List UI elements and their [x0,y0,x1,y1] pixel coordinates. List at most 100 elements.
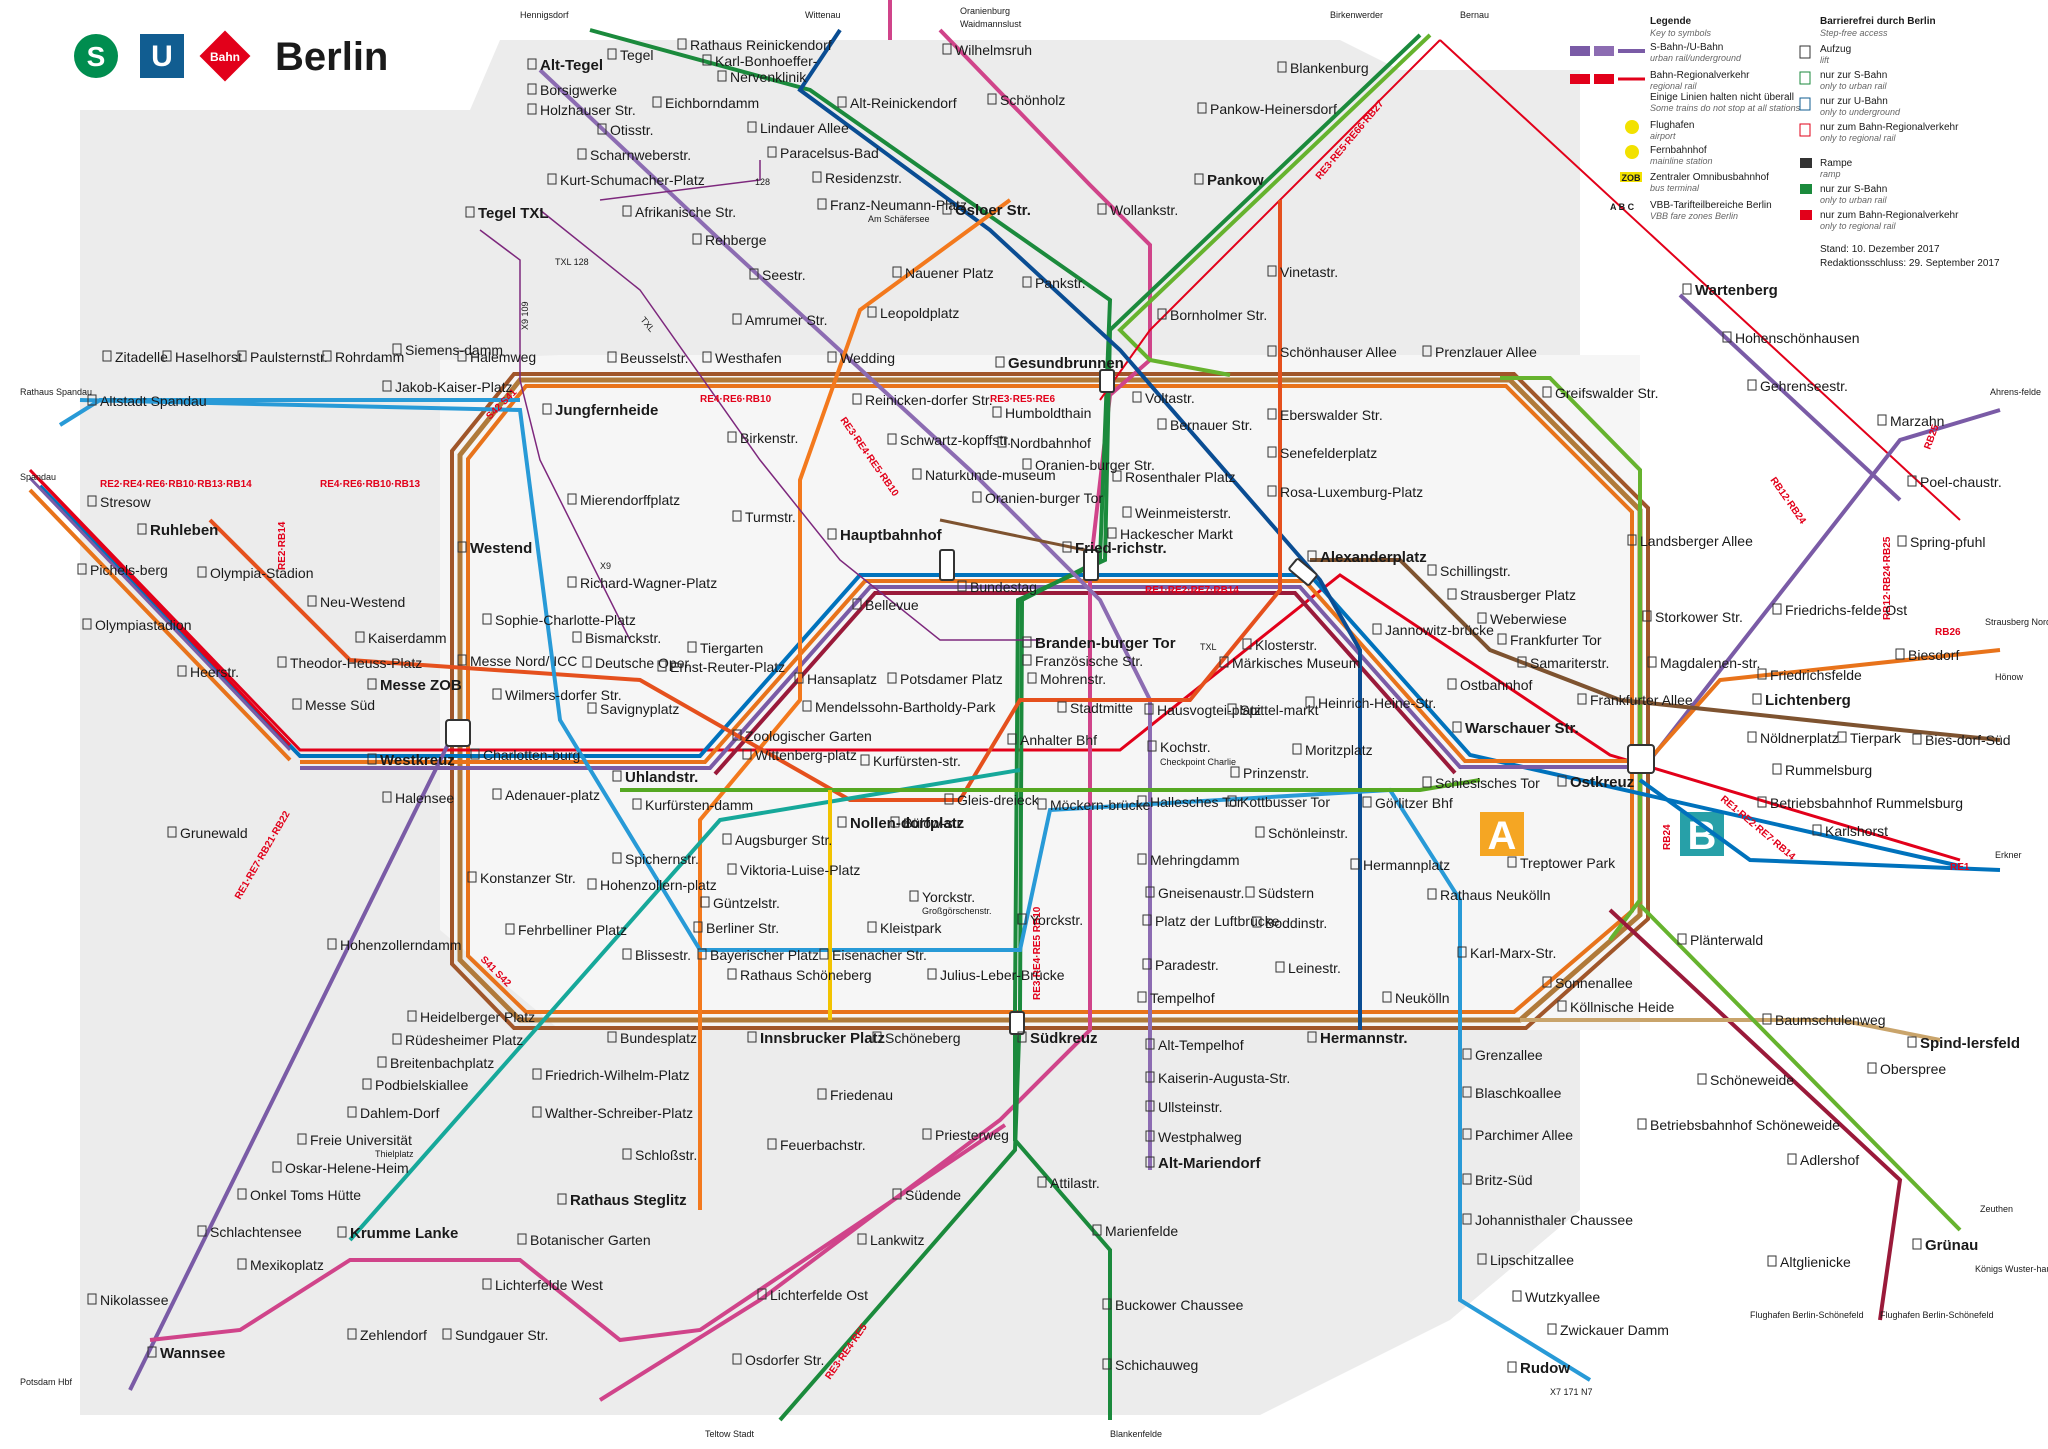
station-paracelsus[interactable]: Paracelsus-Bad [780,145,879,161]
station-messe-nord[interactable]: Messe Nord/ ICC [470,653,577,669]
station-plaenterwald[interactable]: Plänterwald [1690,932,1763,948]
station-hallesches[interactable]: Hallesches Tor [1150,794,1242,810]
station-schillingstr[interactable]: Schillingstr. [1440,563,1511,579]
station-strausberg-nord[interactable]: Strausberg Nord [1985,617,2048,627]
station-viktoria-luise[interactable]: Viktoria-Luise-Platz [740,862,860,878]
station-savignyplatz[interactable]: Savignyplatz [600,701,679,717]
station-suedende[interactable]: Südende [905,1187,961,1203]
station-sonnenallee[interactable]: Sonnenallee [1555,975,1633,991]
station-potsdamer[interactable]: Potsdamer Platz [900,671,1003,687]
station-rudow[interactable]: Rudow [1520,1360,1570,1377]
interchange-ostkreuz[interactable] [1627,744,1655,774]
station-spindlersfeld[interactable]: Spind-lersfeld [1920,1035,2020,1052]
station-osdorfer[interactable]: Osdorfer Str. [745,1352,824,1368]
station-bw-rummelsburg[interactable]: Betriebsbahnhof Rummelsburg [1770,795,1963,811]
station-rohrdamm[interactable]: Rohrdamm [335,349,404,365]
station-gesundbrunnen[interactable]: Gesundbrunnen [1008,355,1124,372]
station-schwartzkopff[interactable]: Schwartz-kopffstr. [900,432,1011,448]
station-augsburger[interactable]: Augsburger Str. [735,832,832,848]
station-yorckstr[interactable]: Yorckstr. [1030,912,1083,928]
station-waidmannslust[interactable]: Waidmannslust [960,19,1022,29]
station-ernst-reuter[interactable]: Ernst-Reuter-Platz [670,659,785,675]
u7-west-extension[interactable] [58,398,520,427]
station-oranienburger-tor[interactable]: Oranien-burger Tor [985,490,1103,506]
station-lipschitz[interactable]: Lipschitzallee [1490,1252,1574,1268]
station-blankenburg[interactable]: Blankenburg [1290,60,1369,76]
u3-line[interactable] [348,768,1021,1242]
station-wartenberg[interactable]: Wartenberg [1695,282,1778,299]
station-eberswalder[interactable]: Eberswalder Str. [1280,407,1383,423]
station-kochstr[interactable]: Kochstr. [1160,739,1211,755]
station-am-schaefersee[interactable]: Am Schäfersee [868,214,930,224]
station-rathaus-steglitz[interactable]: Rathaus Steglitz [570,1192,687,1209]
station-prinzenstr[interactable]: Prinzenstr. [1243,765,1309,781]
station-magdalenen[interactable]: Magdalenen-str. [1660,655,1760,671]
interchange-alexanderplatz[interactable] [1288,558,1318,586]
station-prenzlauer[interactable]: Prenzlauer Allee [1435,344,1537,360]
station-wilmersdorfer[interactable]: Wilmers-dorfer Str. [505,687,622,703]
station-spichernstr[interactable]: Spichernstr. [625,851,699,867]
station-innsbrucker[interactable]: Innsbrucker Platz [760,1030,885,1047]
station-schoenhauser[interactable]: Schönhauser Allee [1280,344,1397,360]
station-zwickauer[interactable]: Zwickauer Damm [1560,1322,1669,1338]
s1-wannsee[interactable] [149,1123,1007,1343]
station-tierpark[interactable]: Tierpark [1850,730,1902,746]
station-konstanzer[interactable]: Konstanzer Str. [480,870,576,886]
interchange-suedkreuz[interactable] [1009,1011,1025,1035]
station-schlossstr[interactable]: Schloßstr. [635,1147,697,1163]
station-maerkisches[interactable]: Märkisches Museum [1232,655,1360,671]
station-kaiserin-augusta[interactable]: Kaiserin-Augusta-Str. [1158,1070,1290,1086]
s9-southeast[interactable] [1608,908,1903,1321]
station-mierendorff[interactable]: Mierendorffplatz [580,492,680,508]
u7-line[interactable] [79,398,1592,1382]
interchange-westkreuz[interactable] [445,719,471,747]
station-fehrbelliner[interactable]: Fehrbelliner Platz [518,922,627,938]
station-karl-bonhoeffer[interactable]: Karl-Bonhoeffer- [715,53,818,69]
station-tegel[interactable]: Tegel [620,47,653,63]
station-westkreuz[interactable]: Westkreuz [380,752,455,769]
station-bw-schoeneweide[interactable]: Betriebsbahnhof Schöneweide [1650,1117,1840,1133]
station-residenz[interactable]: Residenzstr. [825,170,902,186]
station-wollankstr[interactable]: Wollankstr. [1110,202,1178,218]
station-potsdam[interactable]: Potsdam Hbf [20,1377,73,1387]
station-blissestr[interactable]: Blissestr. [635,947,691,963]
station-priesterweg[interactable]: Priesterweg [935,1127,1009,1143]
station-stadtmitte[interactable]: Stadtmitte [1070,700,1133,716]
station-greifswalder[interactable]: Greifswalder Str. [1555,385,1658,401]
station-hermannstr[interactable]: Hermannstr. [1320,1030,1408,1047]
station-frankfurter-tor[interactable]: Frankfurter Tor [1510,632,1602,648]
station-birkenstr[interactable]: Birkenstr. [740,430,798,446]
station-schoenleinstr[interactable]: Schönleinstr. [1268,825,1348,841]
station-spandau[interactable]: Spandau [20,472,56,482]
station-anhalter[interactable]: Anhalter Bhf [1020,732,1097,748]
station-goerlitzer[interactable]: Görlitzer Bhf [1375,795,1453,811]
station-rosenthaler[interactable]: Rosenthaler Platz [1125,469,1236,485]
station-suedstern[interactable]: Südstern [1258,885,1314,901]
station-flughafen-s45[interactable]: Flughafen Berlin-Schönefeld [1750,1310,1864,1320]
station-zoo[interactable]: Zoologischer Garten [745,728,872,744]
station-warschauer[interactable]: Warschauer Str. [1465,720,1579,737]
station-wittenau[interactable]: Wittenau [805,10,841,20]
station-ostkreuz[interactable]: Ostkreuz [1570,774,1634,791]
station-rehberge[interactable]: Rehberge [705,232,767,248]
station-oranienburg[interactable]: Oranienburg [960,6,1010,16]
station-oberspree[interactable]: Oberspree [1880,1061,1946,1077]
station-hoenow[interactable]: Hönow [1995,672,2024,682]
station-schichauweg[interactable]: Schichauweg [1115,1357,1198,1373]
interchange-hauptbahnhof[interactable] [939,549,955,581]
s75-wartenberg[interactable] [1678,293,1902,502]
station-springpfuhl[interactable]: Spring-pfuhl [1910,534,1986,550]
station-uhlandstr[interactable]: Uhlandstr. [625,769,698,786]
station-friedrich-wilhelm[interactable]: Friedrich-Wilhelm-Platz [545,1067,690,1083]
station-oskar-helene[interactable]: Oskar-Helene-Heim [285,1160,409,1176]
station-tempelhof[interactable]: Tempelhof [1150,990,1215,1006]
station-hohenschoenhausen[interactable]: Hohenschönhausen [1735,330,1860,346]
station-holzhauser[interactable]: Holzhauser Str. [540,102,636,118]
station-westend[interactable]: Westend [470,540,532,557]
station-grossgoerschen[interactable]: Großgörschenstr. [922,906,992,916]
station-buckower[interactable]: Buckower Chaussee [1115,1297,1244,1313]
station-naturkunde[interactable]: Naturkunde-museum [925,467,1056,483]
u9-line[interactable] [698,198,1012,1210]
station-alexanderplatz[interactable]: Alexanderplatz [1320,549,1427,566]
station-sophie-charlotte[interactable]: Sophie-Charlotte-Platz [495,612,636,628]
